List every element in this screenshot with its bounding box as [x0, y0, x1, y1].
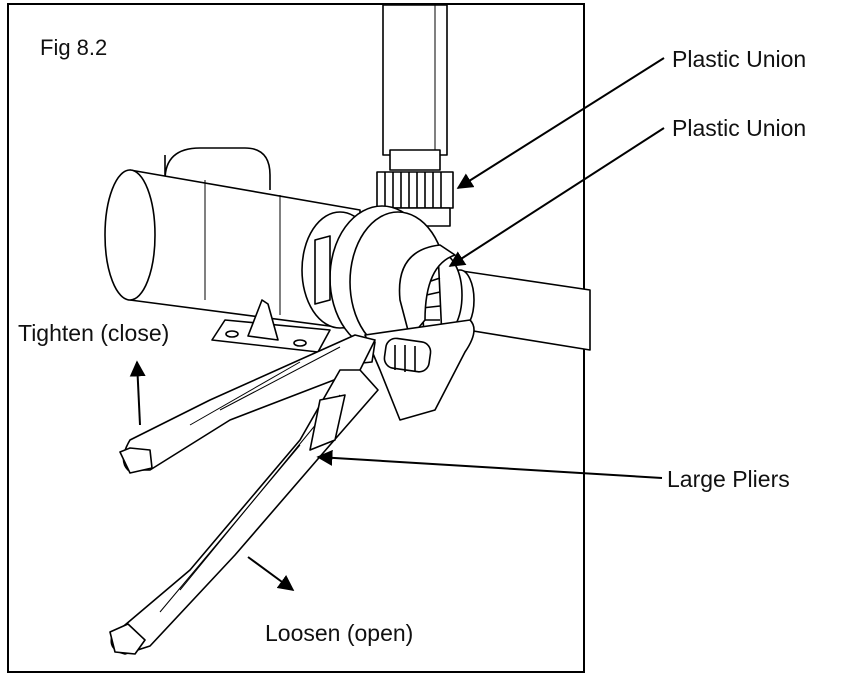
callout-plastic-union-lower: Plastic Union — [672, 115, 807, 141]
motor — [104, 147, 361, 331]
vertical-pipe — [382, 4, 448, 171]
callout-large-pliers: Large Pliers — [667, 466, 790, 492]
callout-tighten: Tighten (close) — [18, 320, 170, 346]
motor-foot — [211, 299, 331, 353]
figure-label: Fig 8.2 — [40, 35, 108, 60]
pliers-upper-handle — [119, 334, 376, 474]
union-top-leader — [456, 57, 665, 189]
tighten-arrow — [129, 360, 146, 426]
pliers-lower-handle — [109, 369, 379, 655]
callout-loosen: Loosen (open) — [265, 620, 414, 646]
pliers-head — [342, 244, 475, 421]
pliers-leader — [316, 449, 663, 479]
union-lower-leader — [448, 127, 665, 267]
loosen-arrow — [247, 556, 295, 591]
callout-plastic-union-top: Plastic Union — [672, 46, 807, 72]
